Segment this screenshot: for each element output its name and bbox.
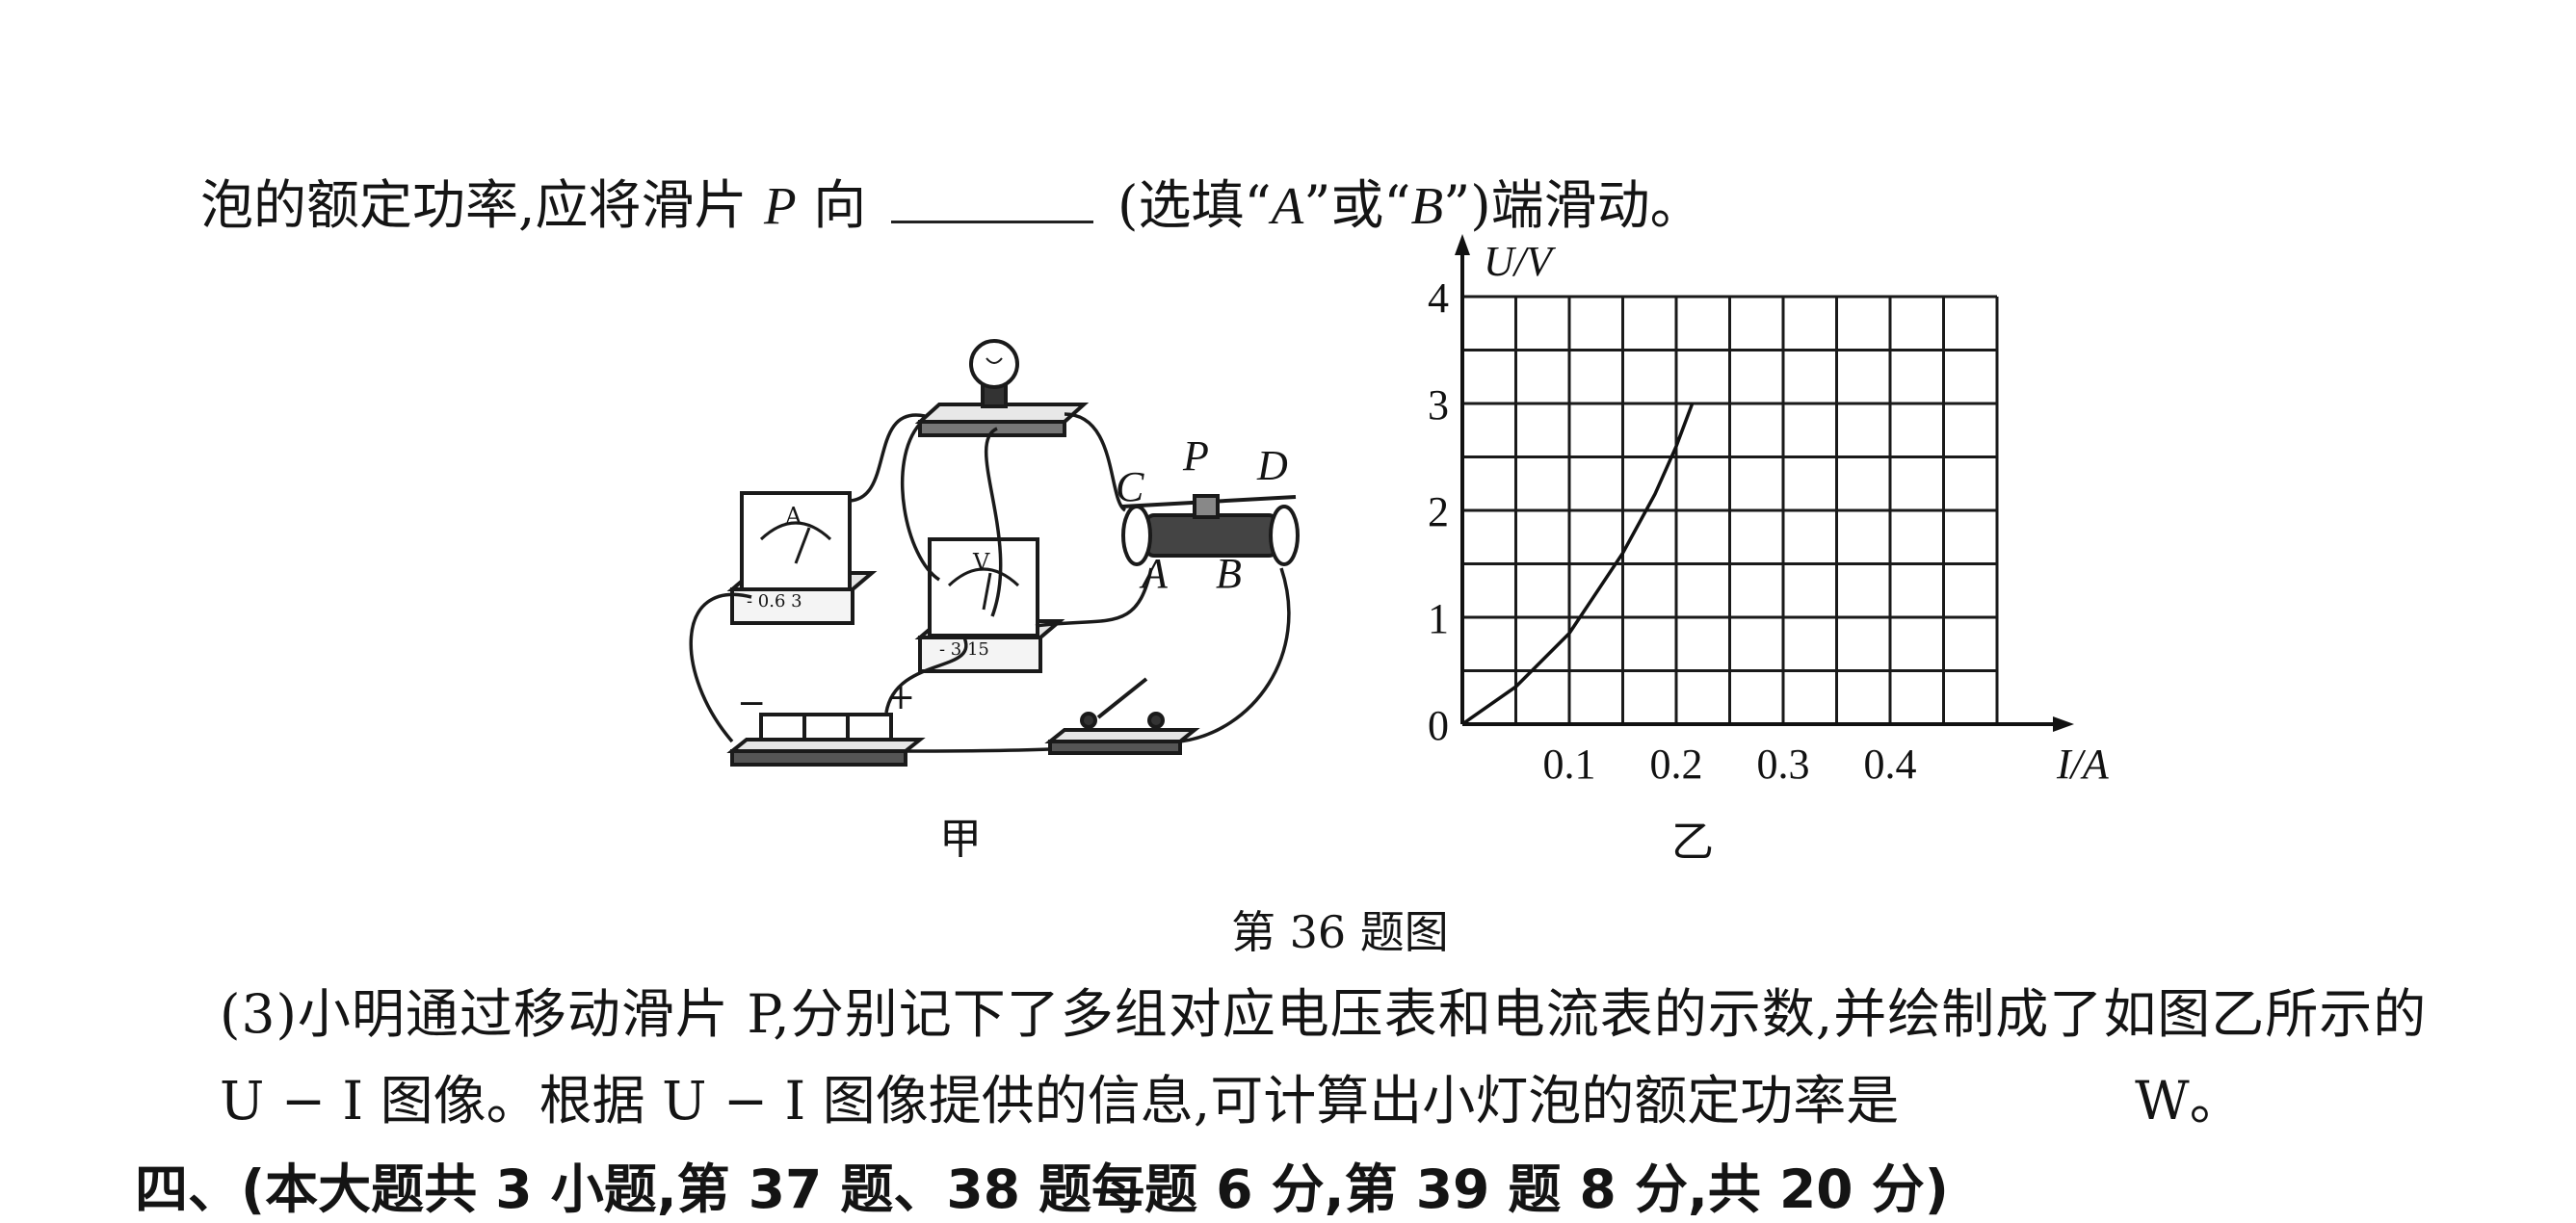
x-tick-label: 0.3 [1757, 741, 1810, 788]
unit-text: W。 [2135, 1070, 2243, 1132]
x-axis-arrow [2053, 716, 2074, 732]
terminal-p-label: P [1183, 432, 1209, 480]
battery-icon [726, 713, 926, 767]
y-tick-label: 3 [1428, 381, 1449, 429]
y-tick-label: 1 [1428, 595, 1449, 642]
text-segment: ”或“ [1303, 174, 1411, 236]
terminal-d-label: D [1257, 442, 1288, 489]
bulb-board [914, 381, 1090, 437]
ammeter-icon [726, 491, 878, 625]
x-axis-label: I/A [2056, 741, 2110, 788]
voltmeter-icon [914, 537, 1065, 673]
x-tick-label: 0.2 [1650, 741, 1703, 788]
terminal-c-label: C [1116, 463, 1144, 510]
y-tick-label: 2 [1428, 488, 1449, 535]
figure-jia-label: 甲 [939, 815, 982, 864]
series-line [1460, 403, 1695, 726]
y-tick-label: 4 [1428, 274, 1449, 322]
variable-p: P [763, 176, 797, 235]
x-tick-label: 0.1 [1543, 741, 1596, 788]
terminal-b-label: B [1216, 550, 1242, 597]
figure-caption: 第 36 题图 [1231, 906, 1449, 958]
text-segment: ”)端滑动。 [1443, 174, 1703, 236]
text-segment: 泡的额定功率,应将滑片 [200, 174, 748, 236]
bulb-icon [969, 339, 1019, 389]
battery-plus: + [886, 678, 916, 717]
text-segment: U − I 图像。根据 U − I 图像提供的信息,可计算出小灯泡的额定功率是 [220, 1070, 1900, 1132]
text-segment: (选填“ [1117, 174, 1272, 236]
battery-minus: − [737, 684, 767, 723]
question-text-line-1: 泡的额定功率,应将滑片 P 向 (选填“A”或“B”)端滑动。 [200, 162, 1703, 239]
y-axis-label: U/V [1484, 238, 1557, 285]
switch-icon [1044, 677, 1200, 755]
question-text-line-4: U − I 图像。根据 U − I 图像提供的信息,可计算出小灯泡的额定功率是 … [220, 1057, 2243, 1134]
voltmeter-scale: - 3 15 [939, 639, 989, 660]
ammeter-symbol: A [785, 503, 802, 530]
text-segment: 向 [813, 174, 867, 236]
rheostat-icon [1121, 494, 1300, 566]
option-a: A [1271, 176, 1304, 235]
circuit-wires [689, 412, 1291, 753]
y-axis-arrow [1455, 234, 1470, 255]
y-tick-label: 0 [1428, 702, 1449, 749]
question-text-line-3: (3)小明通过移动滑片 P,分别记下了多组对应电压表和电流表的示数,并绘制成了如… [220, 983, 2428, 1045]
section-heading: 四、(本大题共 3 小题,第 37 题、38 题每题 6 分,第 39 题 8 … [135, 1158, 1949, 1220]
option-b: B [1410, 176, 1444, 235]
voltmeter-symbol: V [973, 549, 990, 576]
terminal-a-label: A [1142, 550, 1168, 597]
x-tick-label: 0.4 [1864, 741, 1917, 788]
ammeter-scale: - 0.6 3 [747, 591, 802, 612]
figure-yi-label: 乙 [1671, 818, 1714, 867]
answer-blank-2[interactable] [1916, 1109, 2118, 1119]
answer-blank-1[interactable] [890, 174, 1093, 223]
